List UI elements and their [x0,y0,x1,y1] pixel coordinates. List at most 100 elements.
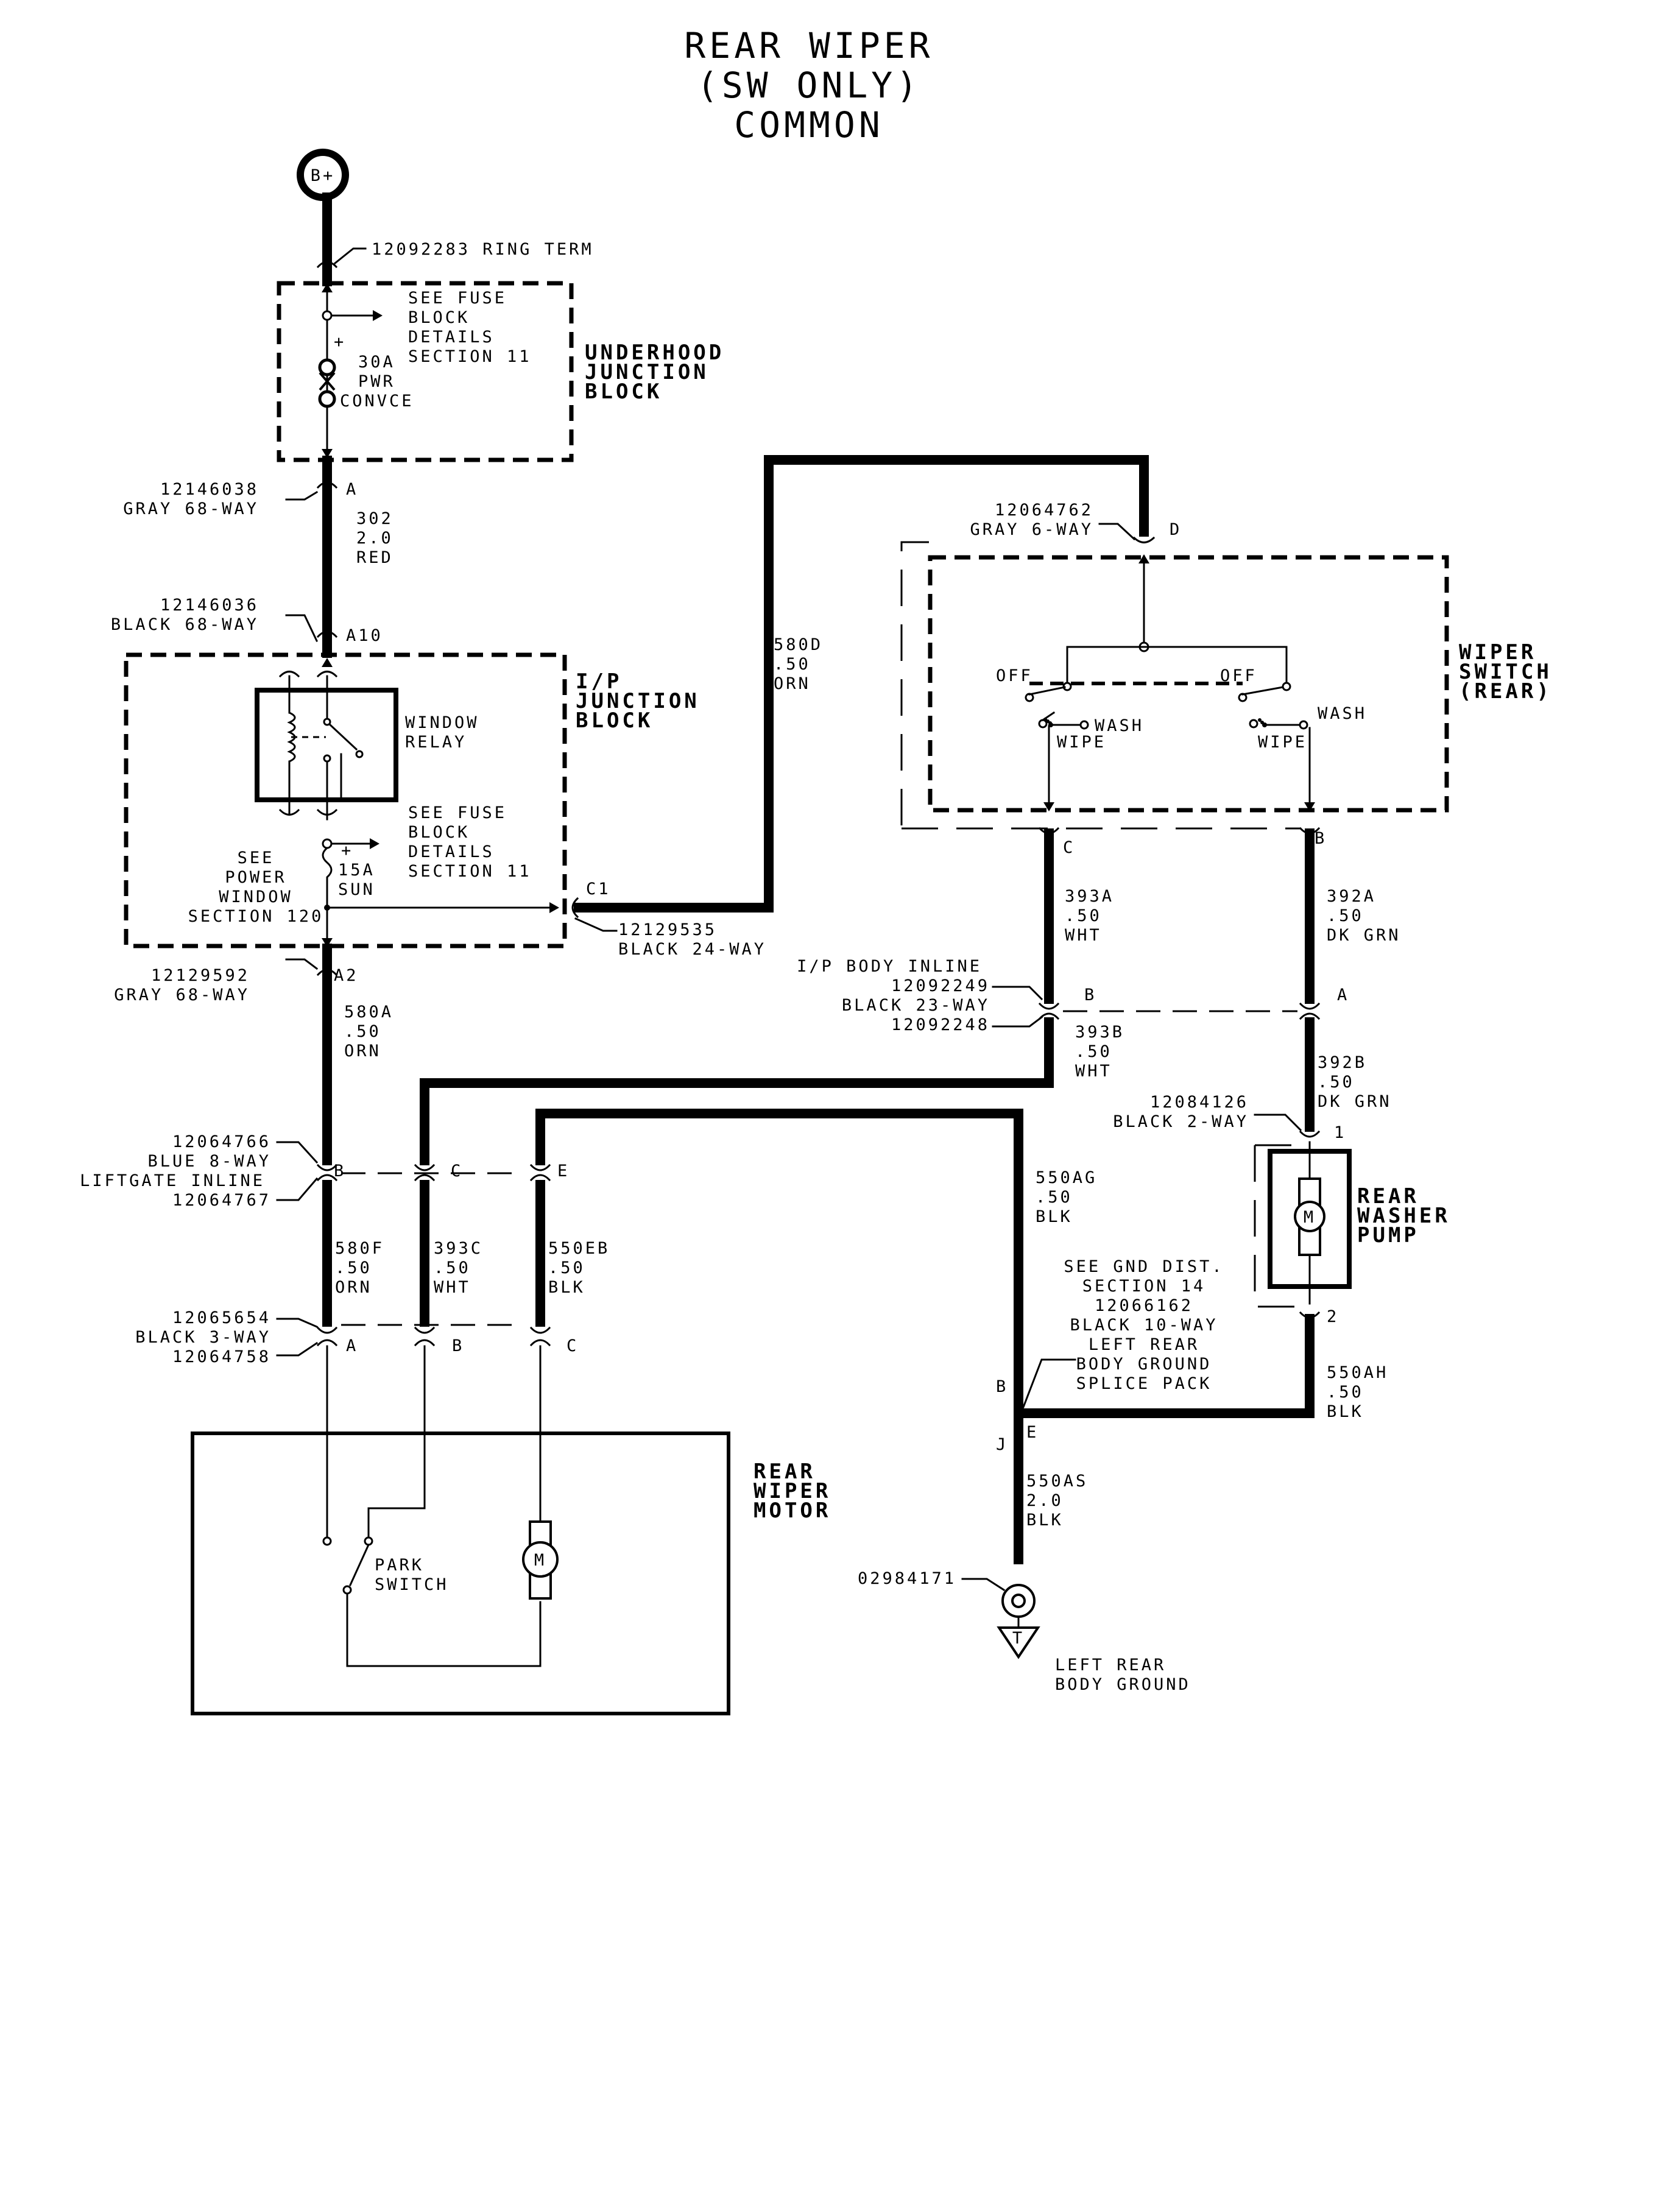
switch-wipe-right: WIPE [1258,733,1307,752]
ground-splice-1: SEE GND DIST. [1064,1257,1224,1276]
wire-302-label: 302 2.0 RED [356,509,394,567]
switch-housing-outline [900,541,929,830]
motor-conn-1: 12065654 [172,1308,271,1327]
fuse-plus-sign: + [334,333,346,351]
liftgate-inline-2: BLUE 8-WAY [147,1152,271,1171]
ip-body-inline-leader [992,986,1043,1001]
see-power-4: SECTION 120 [188,907,324,926]
ip-body-inline-leader [992,1015,1043,1028]
wire-580f-label: 580F .50 ORN [335,1239,384,1297]
title-line-1: REAR WIPER [684,25,933,66]
washer-pump-name-2: WASHER [1357,1204,1450,1228]
connector-a2-part: 12129592 [151,966,250,985]
wire-580d-gauge: .50 [774,655,811,674]
motor-connectors [316,1326,551,1347]
wire-580a-color: ORN [344,1042,381,1061]
liftgate-conn-c-bottom [414,1174,436,1182]
motor-conn-b-top [414,1326,436,1334]
splice-node [322,310,333,321]
wiper-switch-name-2: SWITCH [1459,660,1552,684]
wire-550eb-gauge: .50 [548,1259,585,1277]
see-power-2: POWER [225,868,286,887]
ground-splice-3: 12066162 [1095,1296,1193,1315]
liftgate-conn-c-top [414,1163,436,1171]
underhood-see-fuse: SEE FUSE BLOCK DETAILS SECTION 11 [408,289,529,366]
wire-580a-label: 580A .50 ORN [344,1003,391,1061]
ip-body-inline-2: 12092249 [891,976,990,995]
motor-conn-a-bottom [316,1339,338,1347]
wire-580d-circuit: 580D [774,635,823,654]
connector-d [1132,536,1156,543]
switch-off-left: OFF [996,666,1033,685]
wire-302-circuit: 302 [356,509,394,528]
fuse-15a-rating: 15A [338,861,375,880]
connector-a10-desc: BLACK 68-WAY [111,615,259,634]
wire-550ag-color: BLK [1036,1207,1073,1226]
ground-symbol-icon: T [997,1626,1040,1659]
liftgate-inline-3: LIFTGATE INLINE [80,1171,265,1190]
ground-eyelet-icon [1001,1584,1036,1628]
ip-see-fuse-2: BLOCK [408,823,470,842]
connector-d-pin: D [1170,520,1182,539]
connector-c1 [571,897,579,919]
ring-term-label: 12092283 RING TERM [372,240,594,259]
pump-motor-icon: M [1294,1141,1325,1305]
motor-conn-pin-b: B [452,1336,464,1355]
wire-393b [420,1017,1054,1165]
ground-splice-leader [1022,1358,1076,1408]
connector-ip-b-top [1038,1002,1060,1010]
see-power-window: SEE POWER WINDOW SECTION 120 [188,849,324,926]
motor-conn-pin-c: C [566,1336,579,1355]
motor-name-1: REAR [754,1460,816,1484]
relay-label-2: RELAY [405,733,467,752]
motor-name-3: MOTOR [754,1499,831,1523]
switch-wipe-left: WIPE [1057,733,1106,752]
wire-392b-color: DK GRN [1318,1092,1392,1111]
splice-node [322,838,333,849]
connector-a10-part: 12146036 [160,596,259,615]
ip-see-fuse-3: DETAILS [408,842,495,861]
ip-name-3: BLOCK [576,708,653,733]
connector-a2-pin: A2 [334,966,359,985]
liftgate-inline-leader [276,1141,319,1164]
ip-name-1: I/P [576,669,622,694]
wire-393b-circuit: 393B [1075,1023,1124,1042]
pump-motor-label: M [1304,1208,1316,1227]
pump-connector-leader [1254,1114,1302,1132]
relay-terminal-bottom-left [278,808,300,816]
wiper-switch-name: WIPER SWITCH (REAR) [1459,640,1552,704]
wire-393a-circuit: 393A [1065,887,1114,906]
ip-block-name: I/P JUNCTION BLOCK [576,669,697,733]
wire-393c-circuit: 393C [434,1239,483,1258]
wire-393c-color: WHT [434,1278,471,1297]
wire-580f-color: ORN [335,1278,372,1297]
wiper-switch-name-3: (REAR) [1459,679,1552,704]
battery-symbol: B+ [297,149,349,201]
connector-a-part: 12146038 [160,480,259,499]
switch-contact-right [1238,682,1308,730]
ring-term-connector [316,261,338,269]
wire-392a-gauge: .50 [1327,906,1364,925]
wire-393b-gauge: .50 [1075,1042,1112,1061]
wire-392b-gauge: .50 [1318,1073,1355,1092]
fuse-30a-name-2: CONVCE [340,392,414,411]
connector-ip-b-bottom [1038,1012,1060,1020]
arrow-down-icon [322,938,333,947]
connector-a-desc: GRAY 68-WAY [123,500,259,518]
washer-pump-name-3: PUMP [1357,1223,1419,1248]
liftgate-connectors [316,1163,551,1182]
fuse-30a-name-1: PWR [358,372,395,391]
ground-splice-2: SECTION 14 [1082,1277,1206,1296]
title-line-3: COMMON [734,104,884,146]
switch-off-right: OFF [1220,666,1257,685]
diagram-title: REAR WIPER (SW ONLY) COMMON [684,25,933,146]
wire-580f-circuit: 580F [335,1239,384,1258]
wire-550as-gauge: 2.0 [1026,1491,1064,1510]
pump-connector-part: 12084126 [1150,1093,1249,1112]
wire-580d-label: 580D .50 ORN [774,635,823,693]
ground-label-1: LEFT REAR [1055,1656,1166,1675]
wire-580d [574,455,1149,913]
ip-body-inline-label: I/P BODY INLINE 12092249 BLACK 23-WAY 12… [797,957,990,1034]
relay-contact-icon [323,689,364,801]
